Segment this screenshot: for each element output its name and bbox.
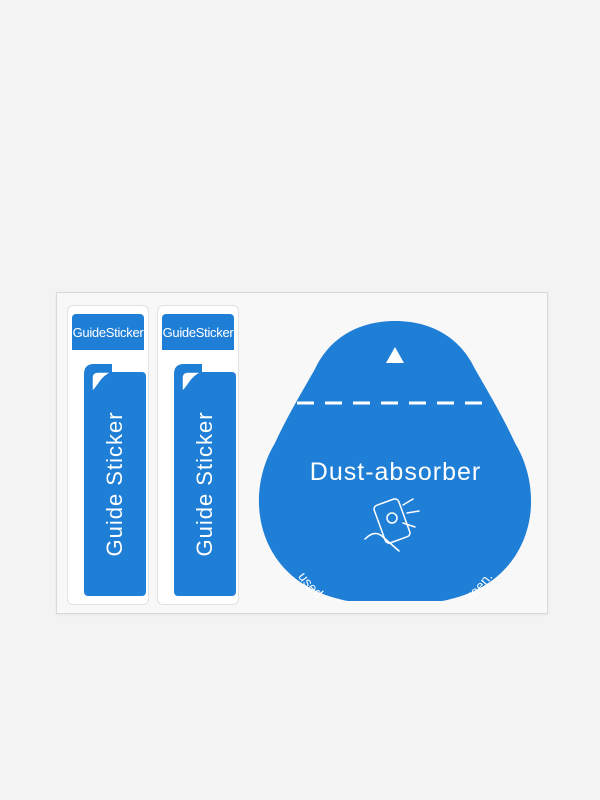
guide-sticker-body: Guide Sticker [84, 372, 146, 596]
sticker-sheet: GuideSticker Guide Sticker GuideSticker … [56, 292, 548, 631]
guide-sticker-body-label: Guide Sticker [192, 411, 217, 557]
guide-sticker-body: Guide Sticker [174, 372, 236, 596]
dust-absorber-sticker: used to clear the dust on the screen. Du… [253, 315, 538, 631]
dust-absorber-body [258, 321, 532, 605]
guide-sticker-body-label: Guide Sticker [102, 411, 127, 557]
phone-cleaning-icon [364, 498, 420, 552]
peel-corner-icon [84, 364, 113, 394]
guide-sticker-strip-2: GuideSticker Guide Sticker [157, 305, 239, 605]
peel-corner-icon [174, 364, 203, 394]
guide-sticker-tab-label: GuideSticker [72, 324, 144, 340]
dust-absorber-title: Dust-absorber [309, 458, 482, 486]
guide-sticker-tab-label: GuideSticker [162, 324, 234, 340]
guide-sticker-tab: GuideSticker [162, 314, 234, 350]
arrow-up-icon [386, 347, 404, 363]
guide-sticker-tab: GuideSticker [72, 314, 144, 350]
guide-sticker-strip-1: GuideSticker Guide Sticker [67, 305, 149, 605]
